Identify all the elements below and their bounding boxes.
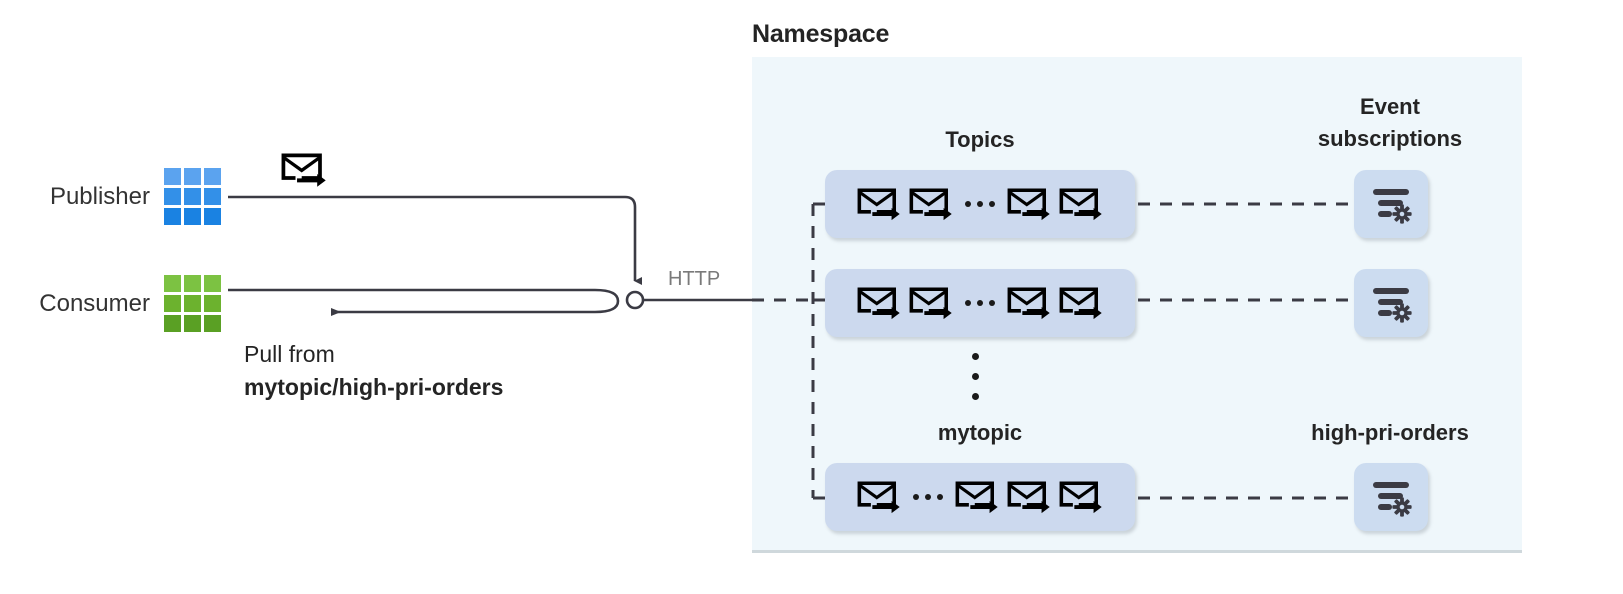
filter-gear-icon bbox=[1373, 482, 1412, 517]
event-subscription-box[interactable] bbox=[1354, 269, 1428, 337]
namespace-panel-bottom-edge bbox=[752, 550, 1522, 553]
publisher-label: Publisher bbox=[49, 183, 150, 210]
topic-envelope bbox=[853, 286, 905, 320]
topic-envelope bbox=[853, 480, 905, 514]
envelope-arrow-icon bbox=[1059, 287, 1102, 320]
topic-box[interactable] bbox=[825, 463, 1135, 531]
topic-envelope bbox=[1003, 187, 1055, 221]
envelope-arrow-icon bbox=[857, 188, 900, 221]
envelope-arrow-icon bbox=[1007, 287, 1050, 320]
envelope-arrow-icon bbox=[1007, 188, 1050, 221]
envelope-arrow-icon bbox=[909, 287, 952, 320]
topic-envelope bbox=[1055, 480, 1107, 514]
topic-envelope bbox=[1003, 286, 1055, 320]
green-grid-icon bbox=[164, 275, 221, 332]
envelope-arrow-icon bbox=[1007, 481, 1050, 514]
topic-envelope bbox=[951, 480, 1003, 514]
subscription-name-label: high-pri-orders bbox=[1311, 420, 1469, 445]
horizontal-ellipsis bbox=[957, 300, 1003, 306]
envelope-arrow-icon bbox=[1059, 188, 1102, 221]
topics-heading: Topics bbox=[945, 127, 1015, 152]
envelope-arrow-icon bbox=[857, 481, 900, 514]
pull-caption-line2: mytopic/high-pri-orders bbox=[244, 373, 504, 400]
pull-from-caption: Pull from mytopic/high-pri-orders bbox=[244, 338, 503, 403]
consumer-label: Consumer bbox=[39, 290, 150, 317]
event-subscription-box[interactable] bbox=[1354, 463, 1428, 531]
namespace-title: Namespace bbox=[752, 20, 890, 48]
pull-caption-line1: Pull from bbox=[244, 341, 335, 367]
envelope-arrow-icon bbox=[1059, 481, 1102, 514]
topic-envelope bbox=[905, 286, 957, 320]
event-subscriptions-heading-line1: Event bbox=[1360, 94, 1420, 119]
event-subscriptions-heading: Event subscriptions bbox=[1265, 91, 1515, 155]
blue-grid-icon bbox=[164, 168, 221, 225]
topic-box[interactable] bbox=[825, 170, 1135, 238]
topic-envelope bbox=[1055, 286, 1107, 320]
topic-name-label: mytopic bbox=[937, 420, 1023, 445]
envelope-arrow-icon bbox=[955, 481, 998, 514]
topic-envelope bbox=[853, 187, 905, 221]
filter-gear-icon bbox=[1373, 288, 1412, 323]
horizontal-ellipsis bbox=[905, 494, 951, 500]
filter-gear-icon bbox=[1373, 189, 1412, 224]
event-subscriptions-heading-line2: subscriptions bbox=[1317, 125, 1463, 151]
envelope-arrow-icon bbox=[281, 153, 326, 187]
event-subscription-box[interactable] bbox=[1354, 170, 1428, 238]
horizontal-ellipsis bbox=[957, 201, 1003, 207]
envelope-arrow-icon bbox=[857, 287, 900, 320]
http-label: HTTP bbox=[668, 268, 721, 290]
topic-box[interactable] bbox=[825, 269, 1135, 337]
topic-envelope bbox=[1055, 187, 1107, 221]
vertical-ellipsis bbox=[972, 353, 979, 400]
envelope-arrow-icon bbox=[909, 188, 952, 221]
topic-envelope bbox=[1003, 480, 1055, 514]
topic-envelope bbox=[905, 187, 957, 221]
